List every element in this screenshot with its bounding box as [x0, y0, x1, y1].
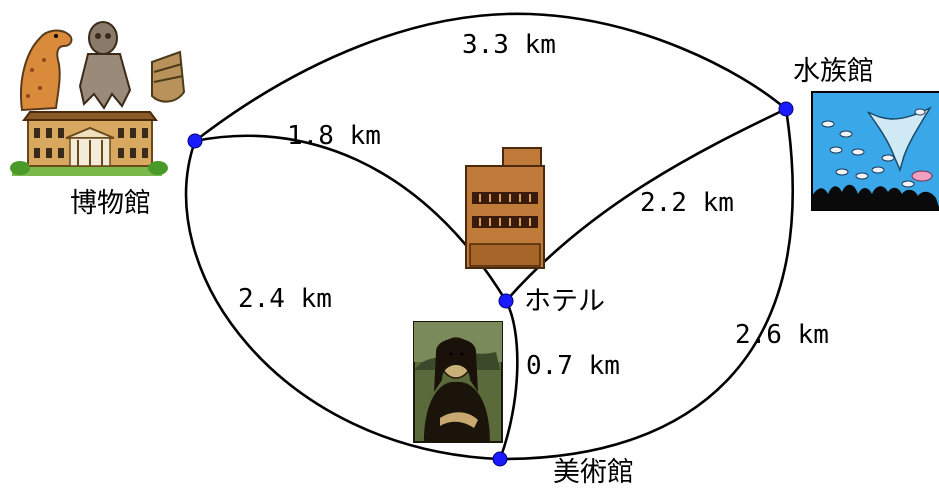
museum-building-icon — [10, 111, 168, 176]
node-hotel — [498, 293, 514, 309]
edge-art-aquarium — [499, 108, 795, 461]
distance-art-aquarium: 2.6 km — [735, 320, 829, 350]
distance-hotel-art: 0.7 km — [526, 351, 620, 381]
label-art-museum: 美術館 — [553, 457, 634, 488]
edge-museum-aquarium — [194, 12, 787, 143]
node-art-museum — [492, 451, 508, 467]
distance-museum-art: 2.4 km — [238, 284, 332, 314]
node-museum — [187, 133, 203, 149]
aquarium-illustration — [811, 91, 939, 211]
mona-lisa-painting-icon — [413, 321, 503, 443]
distance-hotel-aquarium: 2.2 km — [640, 188, 734, 218]
edge-hotel-art — [498, 300, 519, 460]
distance-museum-aquarium: 3.3 km — [462, 30, 556, 60]
edge-museum-art — [184, 140, 501, 461]
label-hotel: ホテル — [524, 286, 605, 317]
label-aquarium: 水族館 — [793, 56, 874, 87]
label-museum: 博物館 — [70, 188, 151, 219]
edge-museum-hotel — [194, 134, 508, 302]
statue-icon — [78, 21, 132, 110]
manta-ray-icon — [867, 106, 932, 173]
dinosaur-icon — [20, 29, 73, 112]
distance-museum-hotel: 1.8 km — [287, 121, 381, 151]
hotel-building-icon — [465, 147, 545, 269]
node-aquarium — [778, 101, 794, 117]
museum-illustration — [10, 21, 186, 176]
pottery-icon — [151, 50, 186, 103]
visitors-silhouette — [812, 184, 939, 210]
